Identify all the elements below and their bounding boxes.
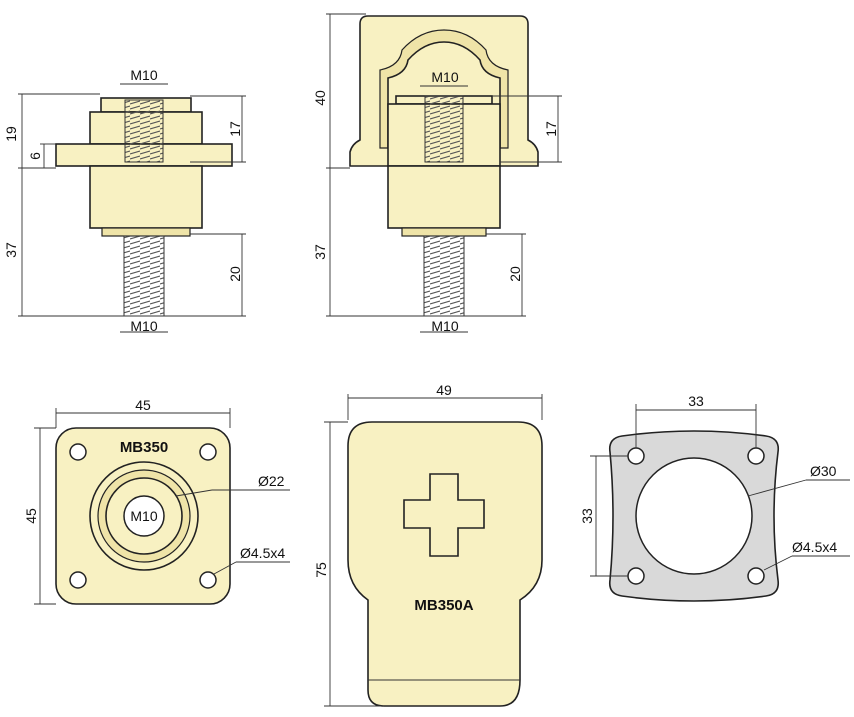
mounting-hole (69, 571, 87, 589)
cross-recess (403, 473, 485, 557)
holes-label: Ø4.5x4 (792, 539, 837, 555)
dim-19: 19 (3, 126, 19, 142)
dim-6: 6 (27, 152, 43, 160)
side-view-mb350a: M10 M10 40 17 37 20 (312, 13, 562, 334)
holes-label: Ø4.5x4 (240, 545, 285, 561)
hole-spacing-x-dim: 33 (688, 393, 704, 409)
center-thread-label: M10 (130, 508, 157, 524)
dim-20: 20 (507, 266, 523, 282)
mounting-hole (747, 447, 765, 465)
threaded-stud (123, 235, 165, 317)
mounting-hole (627, 447, 645, 465)
center-bore (123, 495, 165, 537)
diameter-label: Ø30 (810, 463, 837, 479)
model-label: MB350 (120, 439, 168, 456)
lower-body (387, 165, 501, 229)
diameter-label: Ø22 (258, 473, 285, 489)
mounting-hole (627, 567, 645, 585)
hole-spacing-y-dim: 33 (579, 508, 595, 524)
dim-37: 37 (312, 244, 328, 260)
model-label: MB350A (414, 597, 473, 614)
gasket-view: 33 33 Ø30 Ø4.5x4 (579, 393, 850, 602)
base-ring (401, 227, 487, 237)
internal-thread (424, 95, 464, 163)
width-dim: 49 (436, 382, 452, 398)
bottom-thread-label: M10 (130, 318, 157, 334)
width-dim: 45 (135, 397, 151, 413)
cover-outline (347, 421, 543, 707)
lower-body (89, 165, 203, 229)
top-view-mb350a: 49 75 MB350A (313, 382, 543, 707)
bottom-thread-label: M10 (431, 318, 458, 334)
top-view-mb350: 45 45 MB350 M10 Ø22 Ø4.5x4 (23, 397, 290, 605)
dim-17: 17 (227, 121, 243, 137)
top-thread-label: M10 (130, 67, 157, 83)
dim-40: 40 (312, 90, 328, 106)
mounting-hole (199, 571, 217, 589)
internal-thread (124, 99, 164, 163)
height-dim: 75 (313, 562, 329, 578)
height-dim: 45 (23, 508, 39, 524)
mounting-hole (199, 443, 217, 461)
mounting-hole (69, 443, 87, 461)
dim-20: 20 (227, 266, 243, 282)
dim-37: 37 (3, 242, 19, 258)
side-view-mb350: M10 M10 19 6 17 37 20 (3, 67, 246, 334)
mounting-hole (747, 567, 765, 585)
center-hole (635, 457, 753, 575)
base-ring (101, 227, 191, 237)
dim-17: 17 (543, 121, 559, 137)
threaded-stud (423, 235, 465, 317)
top-thread-label: M10 (431, 69, 458, 85)
